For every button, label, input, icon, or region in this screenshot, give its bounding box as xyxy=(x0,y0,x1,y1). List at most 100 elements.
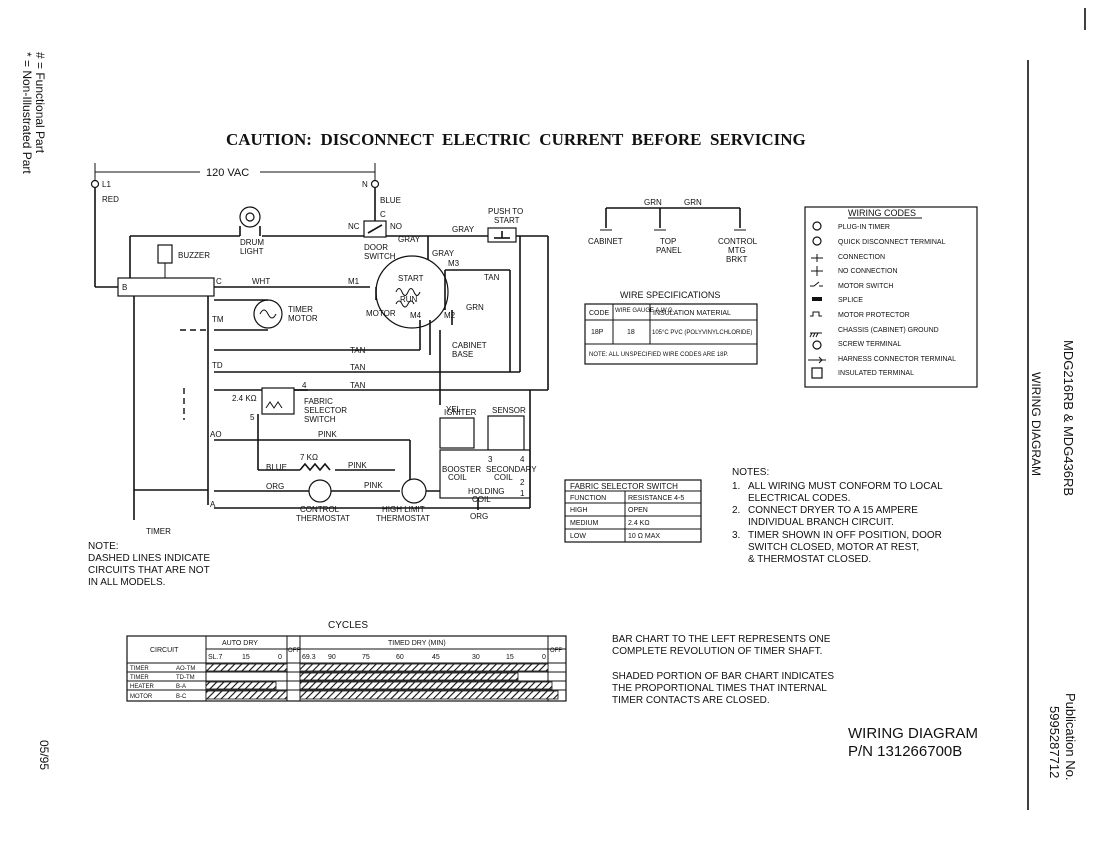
fabric-table-header-function: FUNCTION xyxy=(570,495,606,502)
label-drum-light-1: DRUM xyxy=(240,238,264,247)
label-tm: TM xyxy=(212,315,224,324)
label-n: N xyxy=(362,180,368,189)
label-grn-b: GRN xyxy=(684,198,702,207)
bar-note-5: TIMER CONTACTS ARE CLOSED. xyxy=(612,695,770,706)
row-4-name: MOTOR xyxy=(130,694,153,700)
label-b: B xyxy=(122,283,127,292)
row-1-contacts: AO-TM xyxy=(176,666,195,672)
wiring-code-4: NO CONNECTION xyxy=(838,268,898,275)
label-holding-coil-2: COIL xyxy=(472,495,491,504)
footer: WIRING DIAGRAM P/N 131266700B xyxy=(848,725,978,760)
note-1-line-1: ALL WIRING MUST CONFORM TO LOCAL xyxy=(748,481,943,492)
timed-tick-4: 60 xyxy=(396,654,404,661)
label-fabric-selector-1: FABRIC xyxy=(304,397,333,406)
label-push-start-2: START xyxy=(494,216,520,225)
label-push-start-1: PUSH TO xyxy=(488,207,523,216)
label-m2: M2 xyxy=(444,311,456,320)
wiring-code-9: SCREW TERMINAL xyxy=(838,341,901,348)
label-fabric-selector-3: SWITCH xyxy=(304,415,336,424)
label-m4: M4 xyxy=(410,311,422,320)
label-m1: M1 xyxy=(348,277,360,286)
label-res-2-4k: 2.4 KΩ xyxy=(232,394,257,403)
bar-timer-ao-tm-auto xyxy=(205,663,288,672)
label-pink-1: PINK xyxy=(318,430,337,439)
label-secondary-coil-2: COIL xyxy=(494,473,513,482)
label-grn-motor: GRN xyxy=(466,303,484,312)
label-high-limit-2: THERMOSTAT xyxy=(376,514,430,523)
bar-timer-td-tm-timed xyxy=(299,672,519,681)
label-control-thermostat-1: CONTROL xyxy=(300,505,340,514)
label-coil-term-1: 1 xyxy=(520,489,525,498)
label-coil-term-3: 3 xyxy=(488,455,493,464)
note-1-line-2: ELECTRICAL CODES. xyxy=(748,493,850,504)
caution-title: CAUTION: DISCONNECT ELECTRIC CURRENT BEF… xyxy=(226,130,806,149)
timed-tick-2: 90 xyxy=(328,654,336,661)
wire-specs-header-insulation: INSULATION MATERIAL xyxy=(653,310,731,317)
label-tan-2: TAN xyxy=(350,346,366,355)
motor-switch-icon xyxy=(810,281,823,287)
insulated-terminal-icon xyxy=(811,367,823,379)
document-type: WIRING DIAGRAM xyxy=(1029,372,1043,476)
label-fabric-selector-2: SELECTOR xyxy=(304,406,347,415)
label-door-switch-1: DOOR xyxy=(364,243,388,252)
model-numbers: MDG216RB & MDG436RB xyxy=(1061,340,1076,496)
cycles-off-1: OFF xyxy=(288,648,300,654)
notes-title: NOTES: xyxy=(732,467,769,478)
label-c-term: C xyxy=(216,277,222,286)
timed-tick-7: 15 xyxy=(506,654,514,661)
auto-tick-2: 15 xyxy=(242,654,250,661)
wiring-code-5: MOTOR SWITCH xyxy=(838,283,893,290)
label-motor: MOTOR xyxy=(366,309,396,318)
label-door-switch-2: SWITCH xyxy=(364,252,396,261)
cycles-off-2: OFF xyxy=(550,648,562,654)
label-gray-3: GRAY xyxy=(432,249,455,258)
wiring-code-7: MOTOR PROTECTOR xyxy=(838,312,910,319)
bar-note-3: SHADED PORTION OF BAR CHART INDICATES xyxy=(612,671,834,682)
functional-part-note: # = Functional Part xyxy=(33,52,47,154)
label-top-panel-1: TOP xyxy=(660,237,676,246)
label-org-2: ORG xyxy=(470,512,488,521)
note-1-num: 1. xyxy=(732,481,740,492)
bar-note-2: COMPLETE REVOLUTION OF TIMER SHAFT. xyxy=(612,646,822,657)
row-2-name: TIMER xyxy=(130,675,149,681)
label-tan-3: TAN xyxy=(350,363,366,372)
circuit-wiring xyxy=(90,163,746,520)
label-sensor: SENSOR xyxy=(492,406,526,415)
label-grn-a: GRN xyxy=(644,198,662,207)
non-illustrated-part-note: * = Non-Illustrated Part xyxy=(20,52,34,174)
fabric-table-low-val: 10 Ω MAX xyxy=(628,533,660,540)
bar-timer-ao-tm-timed xyxy=(299,663,549,672)
quick-disconnect-icon xyxy=(812,236,822,246)
bar-chart-notes: BAR CHART TO THE LEFT REPRESENTS ONE COM… xyxy=(612,634,834,706)
note-3-line-2: SWITCH CLOSED, MOTOR AT REST, xyxy=(748,542,919,553)
splice-icon xyxy=(812,297,822,301)
label-ao: AO xyxy=(210,430,222,439)
label-term-4: 4 xyxy=(302,381,307,390)
label-timer-motor-2: MOTOR xyxy=(288,314,318,323)
bar-note-1: BAR CHART TO THE LEFT REPRESENTS ONE xyxy=(612,634,831,645)
footer-title: WIRING DIAGRAM xyxy=(848,725,978,742)
cycles-circuit-header: CIRCUIT xyxy=(150,647,179,654)
note-3-num: 3. xyxy=(732,530,740,541)
timed-tick-1: 69.3 xyxy=(302,654,316,661)
label-booster-coil-2: COIL xyxy=(448,473,467,482)
label-res-7k: 7 KΩ xyxy=(300,453,318,462)
cycles-timed-dry: TIMED DRY (MIN) xyxy=(388,640,446,647)
timed-tick-6: 30 xyxy=(472,654,480,661)
label-yel: YEL xyxy=(446,405,462,414)
label-booster-coil-1: BOOSTER xyxy=(442,465,481,474)
label-cabinet-base-2: BASE xyxy=(452,350,473,359)
wiring-code-10: HARNESS CONNECTOR TERMINAL xyxy=(838,356,956,363)
label-a: A xyxy=(210,500,216,509)
wiring-codes-title: WIRING CODES xyxy=(848,208,916,218)
fabric-table-low: LOW xyxy=(570,533,586,540)
notes-block: NOTES: 1. ALL WIRING MUST CONFORM TO LOC… xyxy=(732,467,943,565)
label-term-5: 5 xyxy=(250,413,255,422)
fabric-selector-table: FABRIC SELECTOR SWITCH FUNCTION RESISTAN… xyxy=(564,479,702,543)
label-tan-1: TAN xyxy=(484,273,500,282)
label-tan-4: TAN xyxy=(350,381,366,390)
label-wht: WHT xyxy=(252,277,270,286)
label-m3: M3 xyxy=(448,259,460,268)
dashed-note-line-4: IN ALL MODELS. xyxy=(88,577,165,588)
